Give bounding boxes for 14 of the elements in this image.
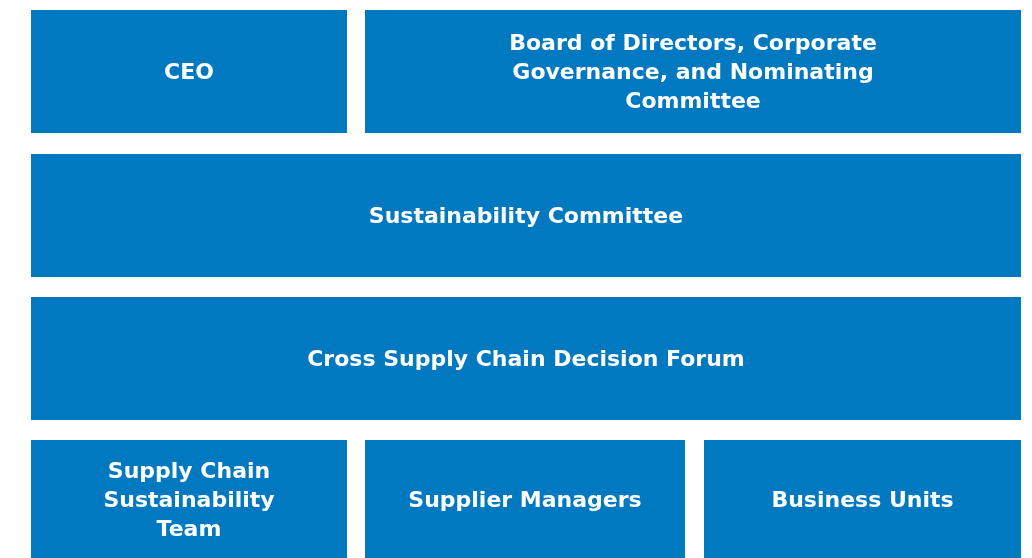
unit-name: CEO	[164, 58, 214, 86]
unit-name: Board of Directors, Corporate Governance, and Nominating Committee	[508, 29, 878, 115]
org-unit-box	[365, 440, 685, 558]
unit-name: Supplier Managers	[408, 485, 642, 514]
org-unit-box	[31, 440, 347, 558]
unit-name: Business Units	[771, 485, 954, 514]
org-unit-box	[31, 154, 1021, 277]
org-unit-box	[31, 10, 347, 133]
org-unit-box	[704, 440, 1021, 558]
org-unit-box	[31, 297, 1021, 420]
org-unit-box	[365, 10, 1021, 133]
unit-name: Sustainability Committee	[368, 202, 684, 230]
unit-name: Cross Supply Chain Decision Forum	[307, 345, 745, 373]
unit-name: Supply Chain Sustainability Team	[102, 456, 276, 543]
